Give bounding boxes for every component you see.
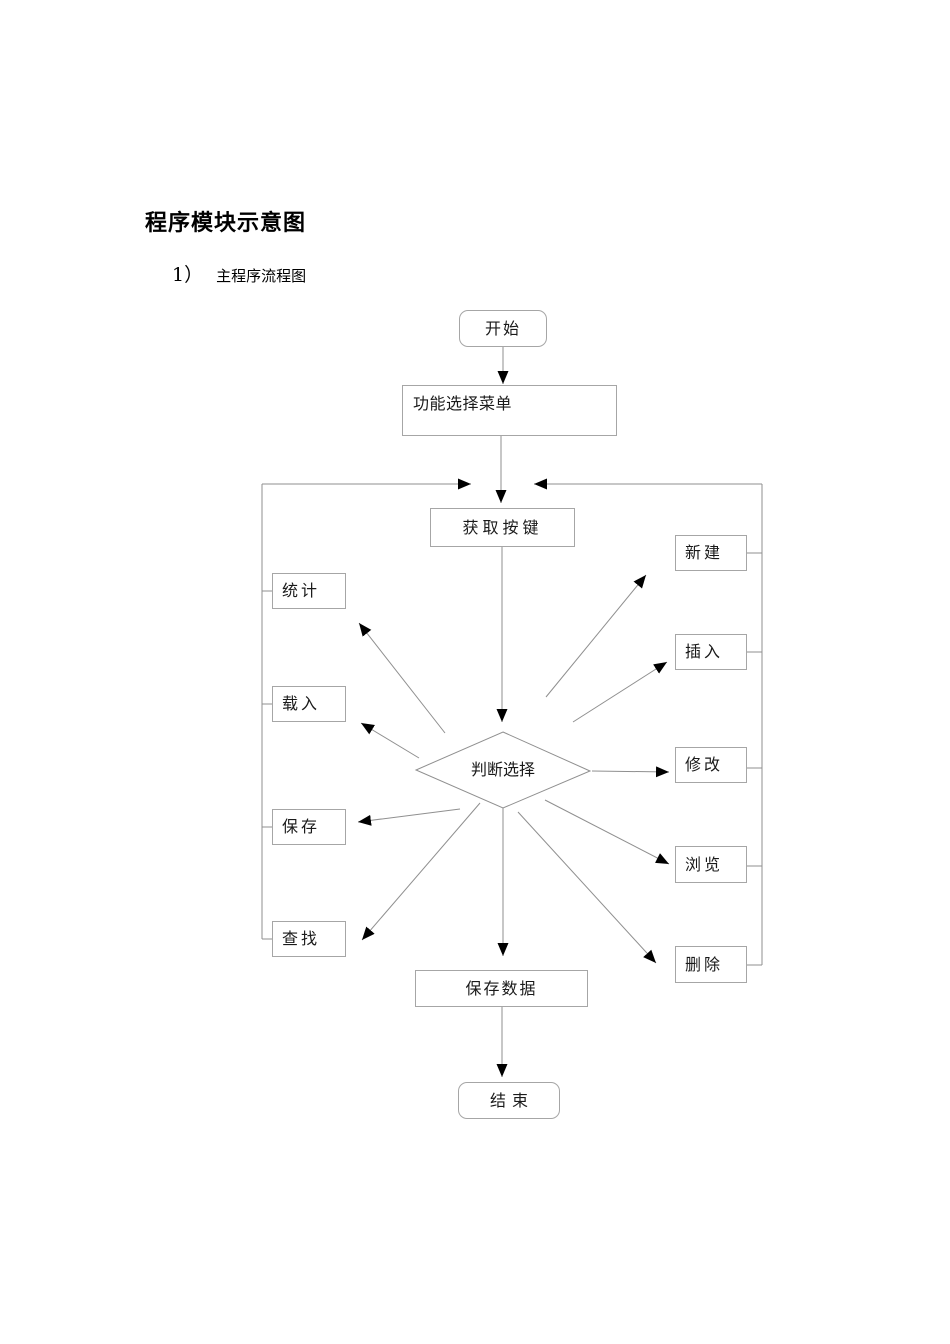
edge-decision-browse xyxy=(544,799,670,865)
edge-decision-stat xyxy=(358,622,446,734)
node-browse: 浏览 xyxy=(675,846,747,883)
node-menu: 功能选择菜单 xyxy=(402,385,617,436)
decision-diamond-shape xyxy=(414,731,592,809)
list-number: 1） xyxy=(172,264,204,286)
page-title: 程序模块示意图 xyxy=(145,210,307,236)
edge-decision-modify xyxy=(591,766,670,778)
node-start: 开始 xyxy=(459,310,547,347)
node-modify: 修改 xyxy=(675,747,747,783)
connector-lines xyxy=(261,347,763,1077)
node-insert: 插入 xyxy=(675,634,747,670)
edge-decision-insert xyxy=(572,661,668,723)
node-save: 保存 xyxy=(272,809,346,845)
edge-decision-load xyxy=(360,722,420,759)
section-heading-text: 主程序流程图 xyxy=(216,267,307,285)
node-getkey: 获取按键 xyxy=(430,508,575,547)
node-load: 载入 xyxy=(272,686,346,722)
node-savedata: 保存数据 xyxy=(415,970,588,1007)
node-new: 新建 xyxy=(675,535,747,571)
node-delete: 删除 xyxy=(675,946,747,983)
node-end: 结束 xyxy=(458,1082,560,1119)
node-find: 查找 xyxy=(272,921,346,957)
edge-decision-delete xyxy=(517,811,657,964)
node-decision: 判断选择 xyxy=(470,760,535,779)
node-stat: 统计 xyxy=(272,573,346,609)
edge-decision-save xyxy=(357,808,461,826)
edge-decision-find xyxy=(361,802,481,941)
section-heading: 1） 主程序流程图 xyxy=(172,260,306,287)
edge-decision-new xyxy=(545,574,647,698)
